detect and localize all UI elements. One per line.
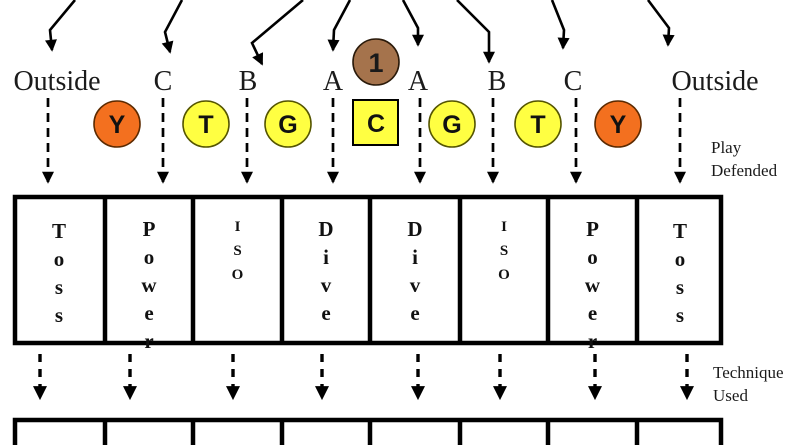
play-defended-line1: Play — [711, 138, 742, 157]
play-letter: r — [144, 329, 154, 353]
player-letter: T — [530, 111, 545, 139]
player-circle-y-right — [594, 100, 642, 148]
gap-label-outside-right: Outside — [671, 66, 759, 97]
assignment-arrow — [45, 0, 76, 52]
play-letter: e — [587, 301, 598, 325]
play-letter: i — [412, 245, 418, 269]
assignment-arrow — [456, 0, 495, 64]
play-letter: O — [498, 267, 510, 283]
play-letter: I — [501, 219, 507, 235]
play-defended-grid — [12, 194, 724, 346]
play-to-technique-arrows — [33, 354, 694, 401]
assignment-arrow — [646, 0, 675, 47]
play-letter: s — [54, 303, 64, 327]
play-letter: e — [321, 301, 331, 325]
player-square-center — [352, 99, 399, 146]
technique-used-line1: Technique — [713, 363, 784, 382]
player-letter: G — [442, 111, 461, 139]
play-letter: I — [234, 219, 241, 235]
play-letter: e — [144, 301, 154, 325]
player-circle-g-left — [264, 100, 312, 148]
gap-label-c-left: C — [153, 66, 173, 97]
play-defended-line2: Defended — [711, 161, 778, 180]
gap-label-a-right: A — [407, 66, 429, 97]
player-circle-g-right — [428, 100, 476, 148]
play-letter: s — [54, 275, 64, 299]
play-letter: P — [586, 217, 599, 241]
play-letter: S — [499, 243, 509, 259]
ball-carrier-number: 1 — [368, 48, 383, 78]
technique-used-line2: Used — [713, 386, 748, 405]
player-letter: C — [367, 110, 385, 138]
player-circle-t-right — [514, 100, 562, 148]
gap-label-c-right: C — [563, 66, 583, 97]
play-letter: T — [51, 219, 66, 243]
play-letter: o — [587, 245, 598, 269]
player-circle-y-left — [93, 100, 141, 148]
play-letter: w — [141, 273, 157, 297]
play-letter: r — [587, 329, 598, 353]
play-letter: i — [323, 245, 329, 269]
play-letter: v — [409, 273, 421, 297]
assignment-arrows — [45, 0, 675, 66]
player-letter: Y — [109, 111, 126, 139]
technique-grid — [12, 417, 724, 445]
play-letter: O — [231, 267, 244, 283]
play-letter: e — [410, 301, 420, 325]
play-letter: v — [320, 273, 332, 297]
assignment-arrow — [401, 0, 424, 47]
play-letter: D — [318, 217, 334, 241]
play-letter: S — [233, 243, 242, 259]
play-letter: o — [674, 247, 686, 271]
gap-label-a-left: A — [322, 66, 344, 97]
play-letter: D — [407, 217, 423, 241]
play-letter: o — [53, 247, 65, 271]
ball-carrier: 1 — [352, 38, 400, 86]
play-letter: P — [142, 217, 156, 241]
technique-used-label: Technique Used — [713, 361, 784, 407]
player-letter: G — [278, 111, 297, 139]
player-letter: T — [198, 111, 213, 139]
gap-label-b-right: B — [487, 66, 507, 97]
assignment-arrow — [161, 0, 184, 54]
play-defended-label: Play Defended — [711, 136, 777, 182]
assignment-arrow — [550, 0, 570, 50]
assignment-arrow — [250, 0, 304, 66]
play-letter: T — [672, 219, 687, 243]
assignment-arrow — [327, 0, 352, 52]
ball-carrier-circle — [352, 38, 400, 86]
gap-label-b-left: B — [238, 66, 258, 97]
play-letter: w — [584, 273, 601, 297]
player-circle-t-left — [182, 100, 230, 148]
play-letter: o — [143, 245, 155, 269]
player-letter: Y — [610, 111, 627, 139]
gap-label-outside-left: Outside — [13, 66, 101, 97]
play-letter: s — [675, 275, 685, 299]
offensive-line: Y T G C G T Y — [93, 99, 642, 148]
play-letter: s — [675, 303, 685, 327]
